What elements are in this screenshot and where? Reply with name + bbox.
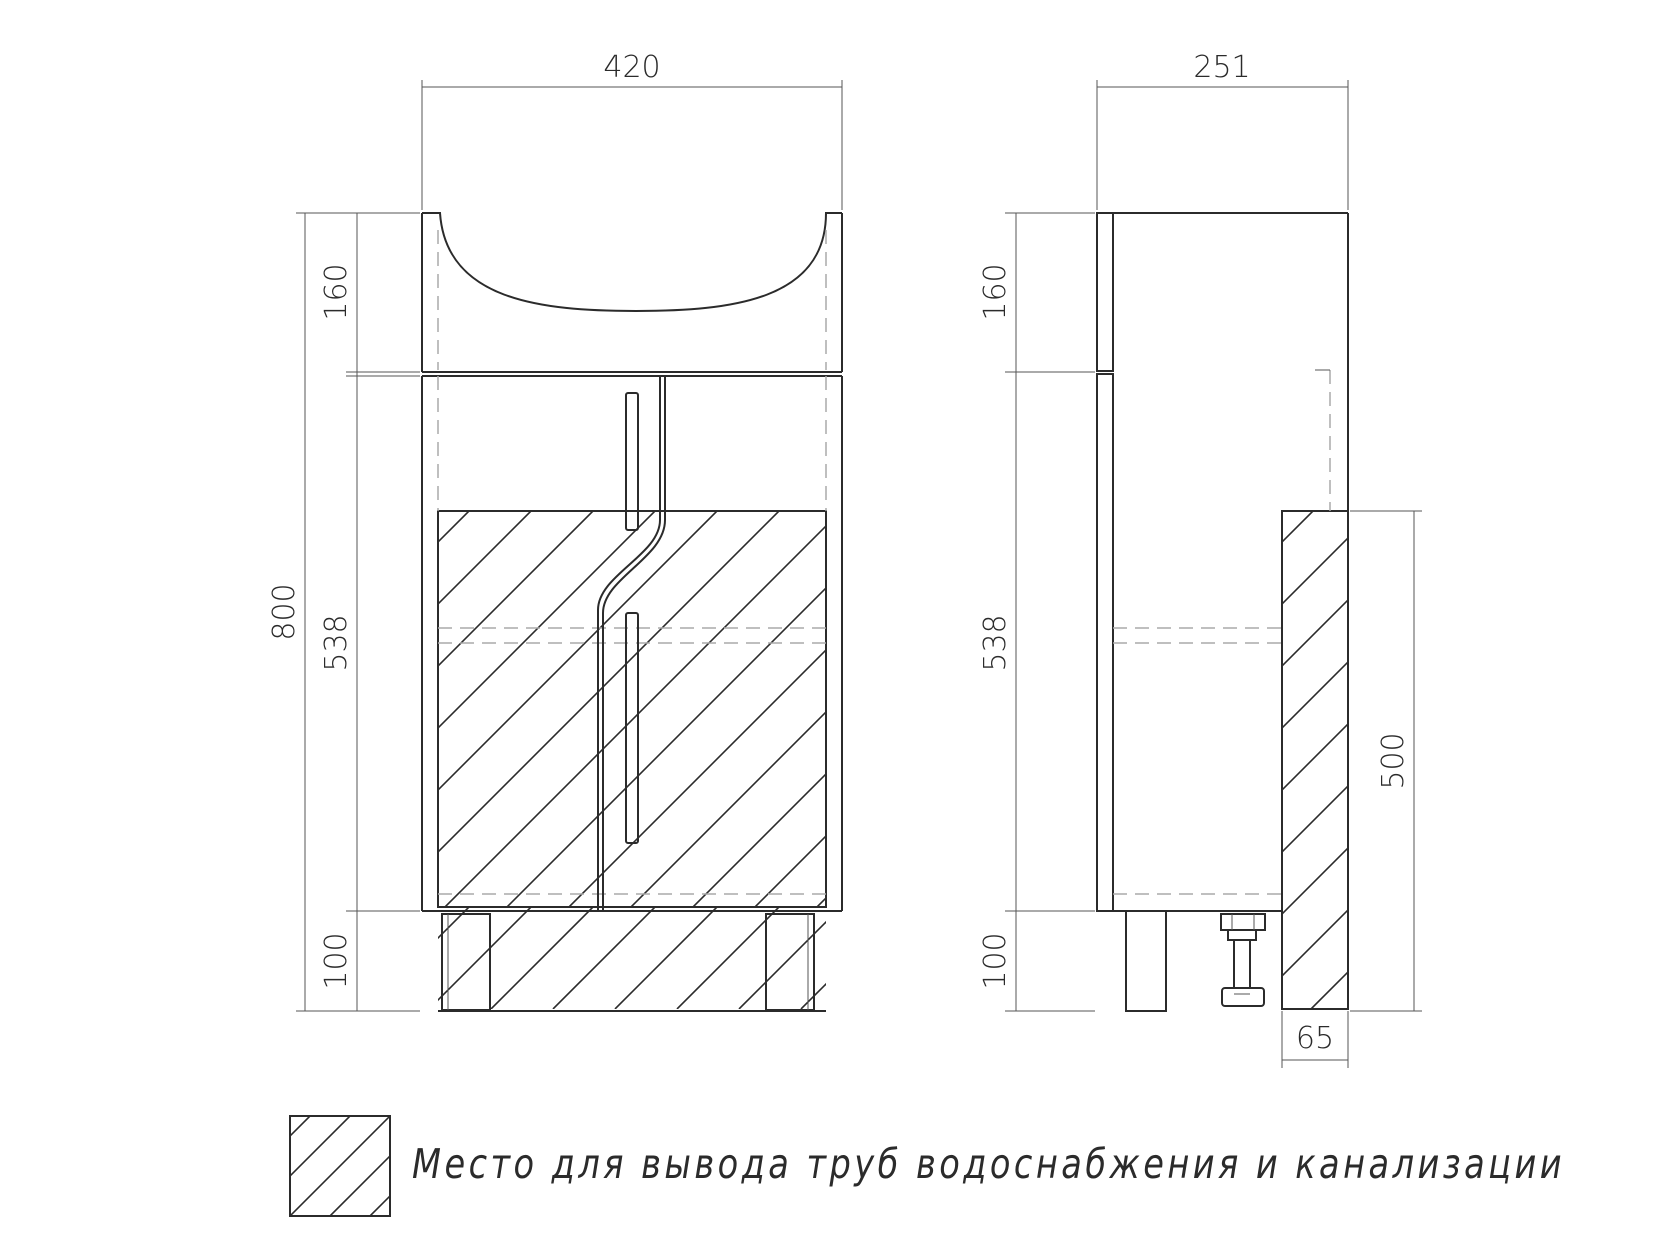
dim-side-plinth-height: 100	[978, 932, 1013, 989]
hatch-line	[329, 1154, 390, 1216]
hatch-line	[754, 834, 826, 907]
dimension-lines	[296, 80, 1422, 1068]
dim-side-basin-height: 160	[978, 263, 1013, 320]
front-view	[421, 212, 843, 1012]
hatch-line	[490, 907, 594, 1009]
dim-plinth-height: 100	[319, 932, 354, 989]
hatch-line	[1282, 598, 1348, 668]
hatch-line	[1282, 511, 1314, 544]
side-leg	[1125, 910, 1167, 1012]
dim-depth-side: 251	[1193, 50, 1250, 85]
hatch-line	[614, 907, 718, 1009]
hatch-line	[1310, 970, 1348, 1009]
hatch-line	[438, 511, 532, 606]
hatch-line	[568, 648, 826, 907]
lower-door-handle	[625, 612, 639, 844]
hatch-line	[630, 710, 826, 907]
hatch-line	[290, 1116, 311, 1138]
hatch-line	[1282, 908, 1348, 978]
hatch-line	[1282, 536, 1348, 606]
hatch-line	[438, 511, 594, 668]
hatch-line	[369, 1194, 390, 1216]
door-split-line	[597, 376, 661, 911]
dim-side-cabinet-height: 538	[978, 614, 1013, 671]
side-view	[1096, 212, 1349, 1012]
basin-outline	[421, 212, 843, 377]
dim-cabinet-height: 538	[319, 614, 354, 671]
dim-basin-height: 160	[319, 263, 354, 320]
side-body	[1113, 212, 1349, 912]
hatch-line	[438, 511, 780, 854]
hatch-line	[438, 511, 718, 792]
cabinet-body	[421, 230, 843, 912]
dimension-labels: 420 251 800 160 538 100 160 538 100 500 …	[267, 50, 1411, 1056]
hatch-line	[692, 772, 826, 907]
hatch-line	[506, 586, 826, 907]
hatch-line	[444, 524, 826, 907]
hatch-line	[1282, 846, 1348, 916]
hatch-line	[438, 511, 470, 544]
dim-width-front: 420	[603, 50, 660, 85]
hatch-line	[1282, 784, 1348, 854]
front-legs	[441, 913, 815, 1011]
hatch-line	[800, 982, 826, 1009]
hatch-line	[738, 920, 826, 1009]
upper-door-handle	[625, 392, 639, 531]
legend-label: Место для вывода труб водоснабжения и ка…	[412, 1140, 1566, 1188]
hatch-line	[1282, 660, 1348, 730]
dim-zone-depth: 65	[1296, 1021, 1334, 1056]
front-hatch-zone	[437, 510, 827, 1012]
side-front-panel	[1096, 212, 1114, 372]
dim-zone-height: 500	[1376, 732, 1411, 789]
hatch-line	[438, 511, 656, 730]
hatch-line	[438, 907, 470, 940]
dim-total-height: 800	[267, 583, 302, 640]
hatch-line	[1282, 722, 1348, 792]
legend-hatch-swatch	[289, 1115, 391, 1217]
side-hatch-zone	[1281, 510, 1349, 1010]
hatch-line	[676, 907, 780, 1009]
hatch-line	[290, 1116, 351, 1178]
adjustable-foot	[1220, 913, 1266, 1007]
hatch-line	[290, 1116, 390, 1216]
hatch-line	[552, 907, 656, 1009]
hatch-line	[816, 896, 826, 907]
hatch-line	[438, 907, 532, 1002]
